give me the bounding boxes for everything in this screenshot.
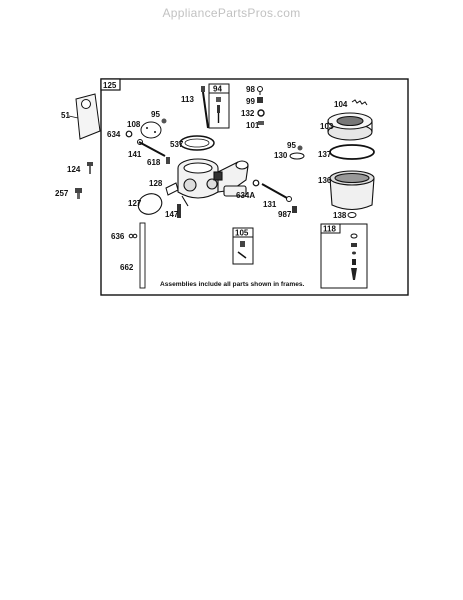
nut-95-part xyxy=(161,118,167,124)
part-label-131: 131 xyxy=(263,200,277,209)
frame-label-105: 105 xyxy=(235,229,249,238)
part-label-98: 98 xyxy=(246,85,255,94)
screw-124-part xyxy=(87,162,93,174)
part-label-99: 99 xyxy=(246,97,255,106)
assemblies-note: Assemblies include all parts shown in fr… xyxy=(160,281,305,288)
frame-label-118: 118 xyxy=(323,225,336,234)
watermark: AppliancePartsPros.com xyxy=(162,6,301,20)
shaft-141-part xyxy=(138,141,166,157)
shaft-131-part xyxy=(261,183,288,199)
diaphragm-127-part xyxy=(137,193,163,215)
screw-113-part xyxy=(201,86,209,129)
part-label-127: 127 xyxy=(128,199,142,208)
clip-636-part xyxy=(128,233,138,239)
part-label-662: 662 xyxy=(120,263,134,272)
frame-118 xyxy=(320,223,368,289)
carburetor-body-part xyxy=(177,158,249,207)
tube-662-part xyxy=(139,222,146,289)
part-label-147: 147 xyxy=(165,210,179,219)
part-label-257: 257 xyxy=(55,189,69,198)
screw-257-part xyxy=(75,188,82,199)
part-label-108: 108 xyxy=(127,120,141,129)
part-label-132: 132 xyxy=(241,109,255,118)
part-label-618: 618 xyxy=(147,158,161,167)
screw-987-part xyxy=(292,206,297,213)
bowl-136-part xyxy=(329,170,375,211)
gasket-137-part xyxy=(329,144,375,160)
parts-column-98-101 xyxy=(257,86,265,125)
main-frame-label: 125 xyxy=(103,81,117,90)
part-label-138: 138 xyxy=(333,211,347,220)
part-label-137: 137 xyxy=(318,150,332,159)
spring-104-part xyxy=(351,99,368,106)
part-label-141: 141 xyxy=(128,150,142,159)
part-label-101: 101 xyxy=(246,121,260,130)
nut-95b-part xyxy=(297,145,303,151)
gasket-537-part xyxy=(179,135,215,151)
part-label-95a: 95 xyxy=(151,110,160,119)
part-label-634A: 634A xyxy=(236,191,255,200)
part-label-136: 136 xyxy=(318,176,332,185)
main-frame xyxy=(100,78,409,296)
part-label-636: 636 xyxy=(111,232,125,241)
part-label-130: 130 xyxy=(274,151,288,160)
screw-618-part xyxy=(166,157,170,164)
plug-128-part xyxy=(165,182,179,196)
frame-118-parts xyxy=(350,233,358,280)
part-label-128: 128 xyxy=(149,179,163,188)
washer-138-part xyxy=(347,212,357,218)
part-label-124: 124 xyxy=(67,165,81,174)
frame-105-parts xyxy=(237,241,247,259)
cap-103-part xyxy=(327,112,373,141)
disc-108-part xyxy=(140,121,162,139)
part-label-51: 51 xyxy=(61,111,70,120)
frame-94-parts xyxy=(216,97,221,123)
seal-634-part xyxy=(125,130,133,138)
frame-label-94: 94 xyxy=(213,85,222,94)
part-label-987: 987 xyxy=(278,210,292,219)
part-label-95b: 95 xyxy=(287,141,296,150)
seal-634A-part xyxy=(252,179,260,187)
main-frame-tab xyxy=(100,78,121,91)
part-label-104: 104 xyxy=(334,100,348,109)
part-label-537: 537 xyxy=(170,140,184,149)
screw-147-part xyxy=(177,204,181,218)
part-label-113: 113 xyxy=(181,95,194,104)
part-label-103: 103 xyxy=(320,122,334,131)
washer-130-part xyxy=(289,152,305,160)
part-label-634: 634 xyxy=(107,130,121,139)
